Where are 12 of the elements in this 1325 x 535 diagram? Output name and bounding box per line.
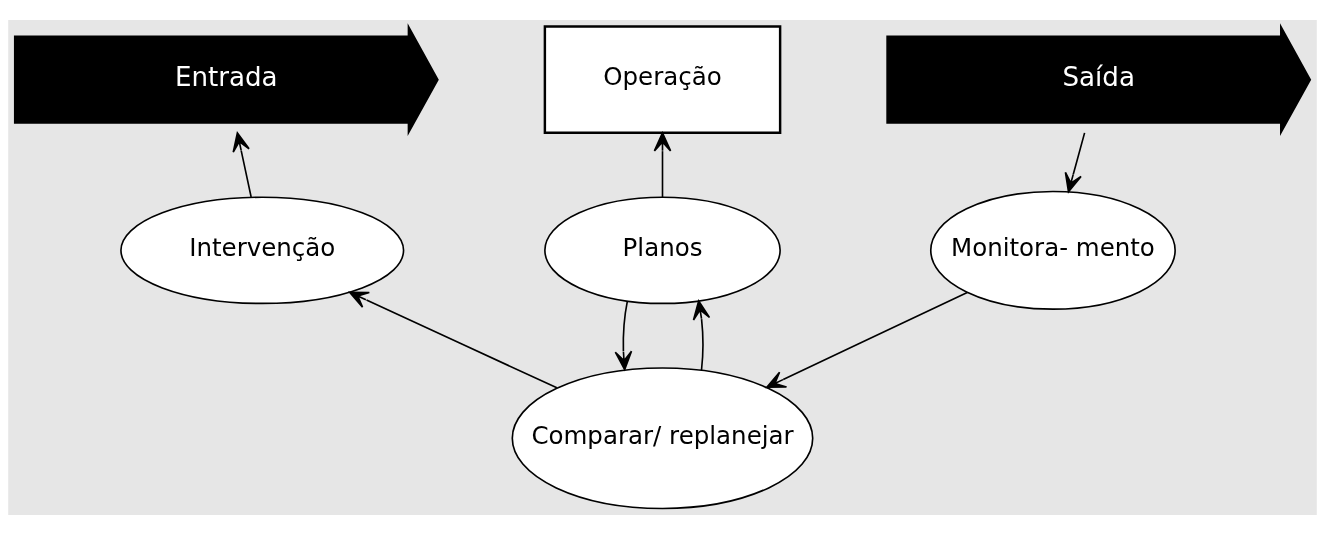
node-box: Operação <box>543 25 782 134</box>
arrow <box>348 291 558 389</box>
arrow <box>692 300 711 371</box>
arrow <box>653 132 672 198</box>
arrow <box>614 300 633 371</box>
node-ellipse: Monitora- mento <box>929 190 1176 310</box>
node-ellipse: Comparar/ replanejar <box>511 367 814 510</box>
node-ellipse: Intervenção <box>120 196 405 305</box>
arrow <box>765 291 969 389</box>
arrow <box>232 132 252 198</box>
arrow <box>1064 132 1086 193</box>
node-ellipse: Planos <box>544 196 781 305</box>
